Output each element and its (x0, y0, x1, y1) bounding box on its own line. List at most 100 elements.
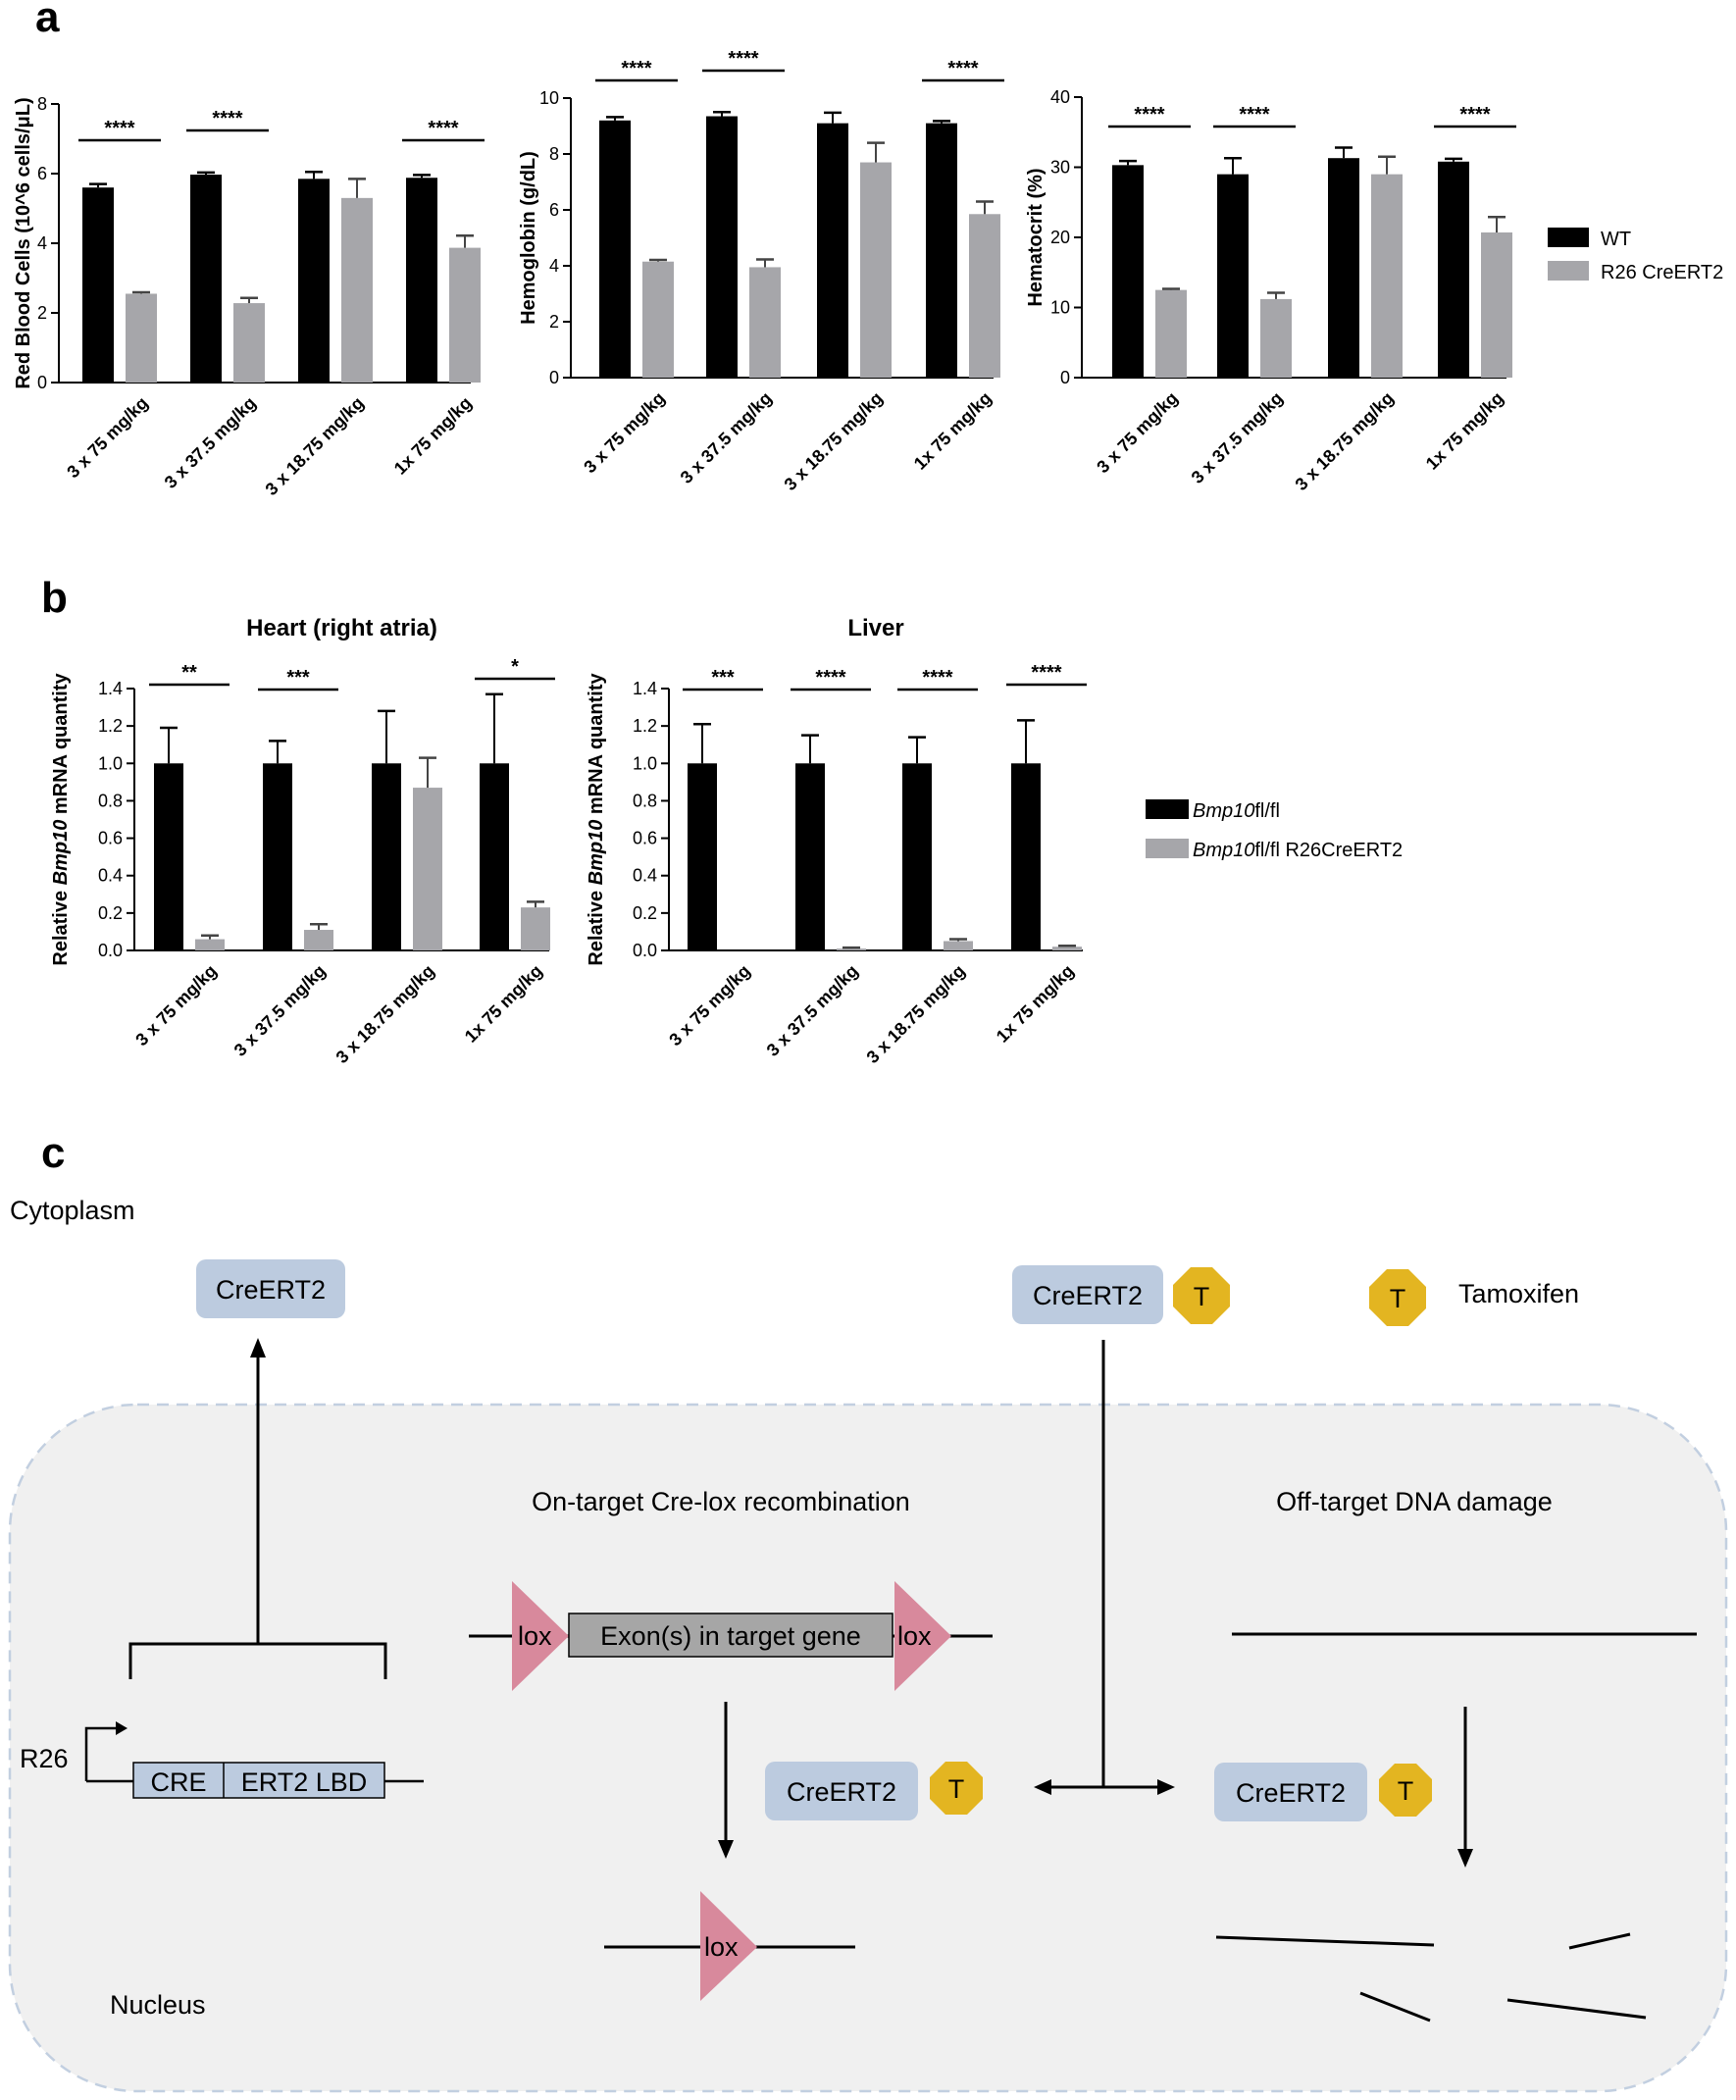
legend-label-wt: WT (1601, 229, 1631, 250)
lox-site-left (512, 1581, 569, 1691)
exon-box (568, 1613, 894, 1658)
bar-treated (1052, 947, 1082, 950)
y-tick-label: 0.4 (633, 866, 657, 886)
y-axis-label-prefix: Relative (586, 885, 607, 965)
y-tick-label: 8 (37, 94, 47, 114)
x-tick-label: 1x 75 mg/kg (993, 961, 1078, 1047)
damage-arrowhead (1457, 1849, 1473, 1868)
tamoxifen-legend-t: T (1390, 1284, 1406, 1313)
y-tick-label: 1.2 (633, 716, 657, 736)
y-tick-label: 0.0 (633, 941, 657, 960)
legend-label-bmp10-cre-suffix: fl/fl R26CreERT2 (1254, 840, 1403, 861)
legend-a: WT R26 CreERT2 (1548, 228, 1723, 283)
creert2-label-on-target: CreERT2 (787, 1777, 896, 1807)
significance-label: **** (104, 118, 134, 139)
dna-fragment-4 (1506, 1998, 1647, 2020)
y-tick-label: 40 (1050, 87, 1070, 107)
creert2-label-tamoxifen: CreERT2 (1033, 1281, 1143, 1310)
y-tick-label: 1.2 (98, 716, 123, 736)
significance-label: **** (922, 667, 952, 689)
bar-treated (837, 948, 866, 950)
lox-label-recombined: lox (704, 1932, 739, 1962)
significance-label: **** (947, 58, 978, 79)
y-tick-label: 0.6 (633, 829, 657, 848)
chart-title: Liver (847, 615, 903, 641)
y-tick-label: 0.0 (98, 941, 123, 960)
bar-control (688, 763, 717, 950)
x-tick-label: 1x 75 mg/kg (910, 388, 996, 474)
creert2-box-cytoplasm (196, 1259, 345, 1318)
bar-treated (341, 197, 373, 383)
bar-treated (521, 907, 550, 950)
y-axis-label: Hemoglobin (g/dL) (518, 151, 539, 325)
x-tick-label: 3 x 75 mg/kg (580, 388, 669, 478)
legend-swatch-r26 (1548, 261, 1589, 281)
bar-treated (126, 293, 157, 383)
y-axis-label: Red Blood Cells (10^6 cells/μL) (13, 97, 34, 388)
x-tick-label: 3 x 75 mg/kg (1093, 388, 1182, 478)
y-tick-label: 0.2 (633, 903, 657, 923)
x-tick-label: 3 x 18.75 mg/kg (863, 961, 969, 1067)
on-target-label: On-target Cre-lox recombination (532, 1487, 910, 1516)
y-axis-label: Relative Bmp10 mRNA quantity (50, 673, 72, 966)
panel-label-c: c (41, 1129, 65, 1177)
y-axis-label: Hematocrit (%) (1025, 168, 1047, 306)
significance-label: **** (621, 58, 651, 79)
x-tick-label: 1x 75 mg/kg (1422, 388, 1507, 474)
bar-control (263, 763, 292, 950)
creert2-box-off-target (1214, 1763, 1367, 1821)
y-tick-label: 4 (549, 256, 559, 276)
significance-label: **** (1459, 104, 1490, 126)
off-target-label: Off-target DNA damage (1276, 1487, 1553, 1516)
legend-b: Bmp10fl/fl Bmp10fl/fl R26CreERT2 (1146, 799, 1403, 861)
significance-label: **** (1239, 104, 1269, 126)
bar-treated (413, 788, 442, 950)
bar-treated (449, 247, 481, 383)
y-tick-label: 0 (1060, 368, 1070, 387)
x-tick-label: 3 x 18.75 mg/kg (1292, 388, 1398, 494)
y-tick-label: 0 (37, 373, 47, 392)
x-tick-label: 1x 75 mg/kg (461, 961, 546, 1047)
significance-label: **** (428, 118, 458, 139)
legend-label-r26: R26 CreERT2 (1601, 262, 1723, 283)
legend-label-bmp10-cre-gene: Bmp10 (1193, 840, 1254, 861)
x-tick-label: 3 x 37.5 mg/kg (230, 961, 330, 1060)
bar-control (1011, 763, 1041, 950)
y-tick-label: 1.0 (633, 753, 657, 773)
cytoplasm-label: Cytoplasm (10, 1196, 135, 1225)
bar-control (817, 123, 848, 379)
bar-treated (1260, 298, 1292, 378)
y-tick-label: 0.6 (98, 829, 123, 848)
bar-control (190, 175, 222, 383)
x-tick-label: 3 x 37.5 mg/kg (677, 388, 776, 487)
y-tick-label: 10 (539, 88, 559, 108)
y-tick-label: 0.8 (98, 791, 123, 810)
legend-label-bmp10-cre: Bmp10fl/fl R26CreERT2 (1193, 840, 1403, 861)
bar-control (706, 116, 738, 379)
bar-treated (195, 939, 225, 950)
bar-control (902, 763, 932, 950)
tamoxifen-t-off-target: T (1398, 1776, 1414, 1806)
x-tick-label: 3 x 18.75 mg/kg (781, 388, 887, 494)
dna-fragment-3 (1359, 1991, 1431, 2023)
ert2-lbd-label: ERT2 LBD (241, 1767, 368, 1797)
tamoxifen-t-cytoplasm: T (1194, 1282, 1210, 1311)
creert2-label-cytoplasm: CreERT2 (216, 1275, 326, 1305)
lox-label-left: lox (518, 1621, 552, 1651)
bar-control (154, 763, 183, 950)
y-axis-label: Relative Bmp10 mRNA quantity (586, 673, 607, 966)
dna-fragment-2 (1568, 1932, 1631, 1950)
exon-label: Exon(s) in target gene (600, 1621, 861, 1651)
recombination-arrowhead (718, 1840, 734, 1859)
legend-swatch-bmp10-flfl (1146, 799, 1189, 819)
dna-fragment-1 (1215, 1935, 1435, 1947)
significance-label: **** (728, 48, 758, 70)
y-tick-label: 0.2 (98, 903, 123, 923)
panel-label-b: b (41, 574, 68, 622)
cre-ert2-construct (132, 1762, 385, 1799)
y-tick-label: 2 (549, 312, 559, 332)
bar-treated (1155, 289, 1187, 378)
